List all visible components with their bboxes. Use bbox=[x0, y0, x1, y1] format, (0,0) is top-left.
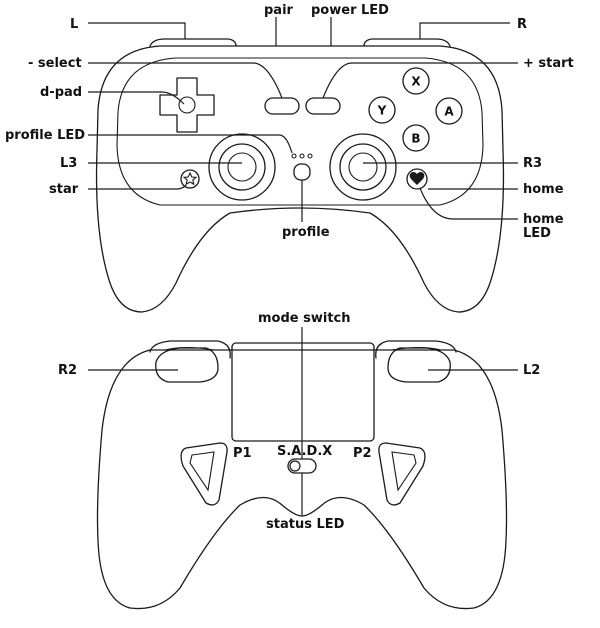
l2-trigger-pad bbox=[387, 347, 451, 383]
label-status-led: status LED bbox=[266, 517, 345, 532]
right-bumper bbox=[363, 38, 451, 47]
r2-trigger-pad bbox=[155, 347, 219, 383]
star-icon bbox=[182, 171, 198, 186]
back-view bbox=[88, 327, 518, 610]
label-p1: P1 bbox=[233, 446, 252, 461]
x-button bbox=[402, 67, 430, 95]
label-r3: R3 bbox=[523, 156, 542, 171]
dpad-center bbox=[178, 96, 196, 114]
right-stick-ring bbox=[329, 133, 397, 201]
leader-l bbox=[88, 22, 186, 39]
label-dpad: d-pad bbox=[40, 85, 82, 100]
home-button bbox=[406, 168, 428, 190]
front-view bbox=[88, 17, 518, 313]
right-stick bbox=[339, 143, 387, 191]
label-home-led-line1: home bbox=[523, 212, 564, 227]
label-profile: profile bbox=[282, 225, 330, 240]
right-stick-cap bbox=[348, 152, 378, 182]
leader-r bbox=[419, 22, 510, 39]
label-pair: pair bbox=[264, 3, 294, 18]
leader-home-led bbox=[419, 187, 518, 220]
label-home-led-line2: LED bbox=[523, 226, 551, 241]
label-l2: L2 bbox=[523, 363, 540, 378]
label-star: star bbox=[49, 182, 79, 197]
p2-paddle bbox=[378, 442, 426, 506]
b-button bbox=[402, 124, 430, 152]
heart-icon bbox=[409, 172, 425, 185]
label-start: + start bbox=[523, 56, 574, 71]
leader-star bbox=[88, 184, 187, 190]
leader-select bbox=[88, 62, 283, 99]
label-r2: R2 bbox=[58, 363, 77, 378]
label-sadx: S.A.D.X bbox=[277, 444, 332, 459]
profile-button bbox=[293, 163, 311, 181]
back-panel bbox=[231, 342, 375, 442]
left-stick-ring bbox=[208, 133, 276, 201]
star-button bbox=[180, 169, 200, 189]
l2-ridge bbox=[391, 346, 442, 351]
label-l: L bbox=[70, 17, 78, 32]
mode-switch-knob bbox=[289, 460, 301, 472]
y-button bbox=[368, 96, 396, 124]
leader-dpad bbox=[88, 91, 185, 105]
a-button-label: A bbox=[444, 105, 454, 119]
profile-led-dot bbox=[307, 153, 313, 159]
y-button-label: Y bbox=[377, 104, 387, 118]
select-button bbox=[264, 97, 300, 115]
r2-ridge bbox=[164, 346, 215, 351]
start-button bbox=[305, 97, 341, 115]
p1-paddle bbox=[180, 442, 228, 506]
label-mode-switch: mode switch bbox=[258, 311, 351, 326]
dpad-icon bbox=[159, 77, 215, 133]
b-button-label: B bbox=[411, 132, 420, 146]
front-body bbox=[95, 45, 505, 313]
leader-start bbox=[322, 62, 518, 99]
label-power-led: power LED bbox=[311, 3, 389, 18]
label-l3: L3 bbox=[60, 156, 77, 171]
left-stick bbox=[218, 143, 266, 191]
profile-led-dot bbox=[291, 153, 297, 159]
label-r: R bbox=[517, 17, 527, 32]
left-stick-cap bbox=[227, 152, 257, 182]
label-profile-led: profile LED bbox=[5, 128, 85, 143]
label-home: home bbox=[523, 182, 564, 197]
label-p2: P2 bbox=[353, 446, 372, 461]
profile-led-dot bbox=[299, 153, 305, 159]
p1-paddle-inner bbox=[189, 451, 215, 492]
x-button-label: X bbox=[411, 75, 421, 89]
front-face-plate bbox=[116, 57, 484, 206]
left-bumper bbox=[149, 38, 237, 47]
leader-profile-led bbox=[88, 134, 293, 154]
a-button bbox=[435, 97, 463, 125]
label-select: - select bbox=[28, 56, 82, 71]
p2-paddle-inner bbox=[391, 451, 417, 492]
